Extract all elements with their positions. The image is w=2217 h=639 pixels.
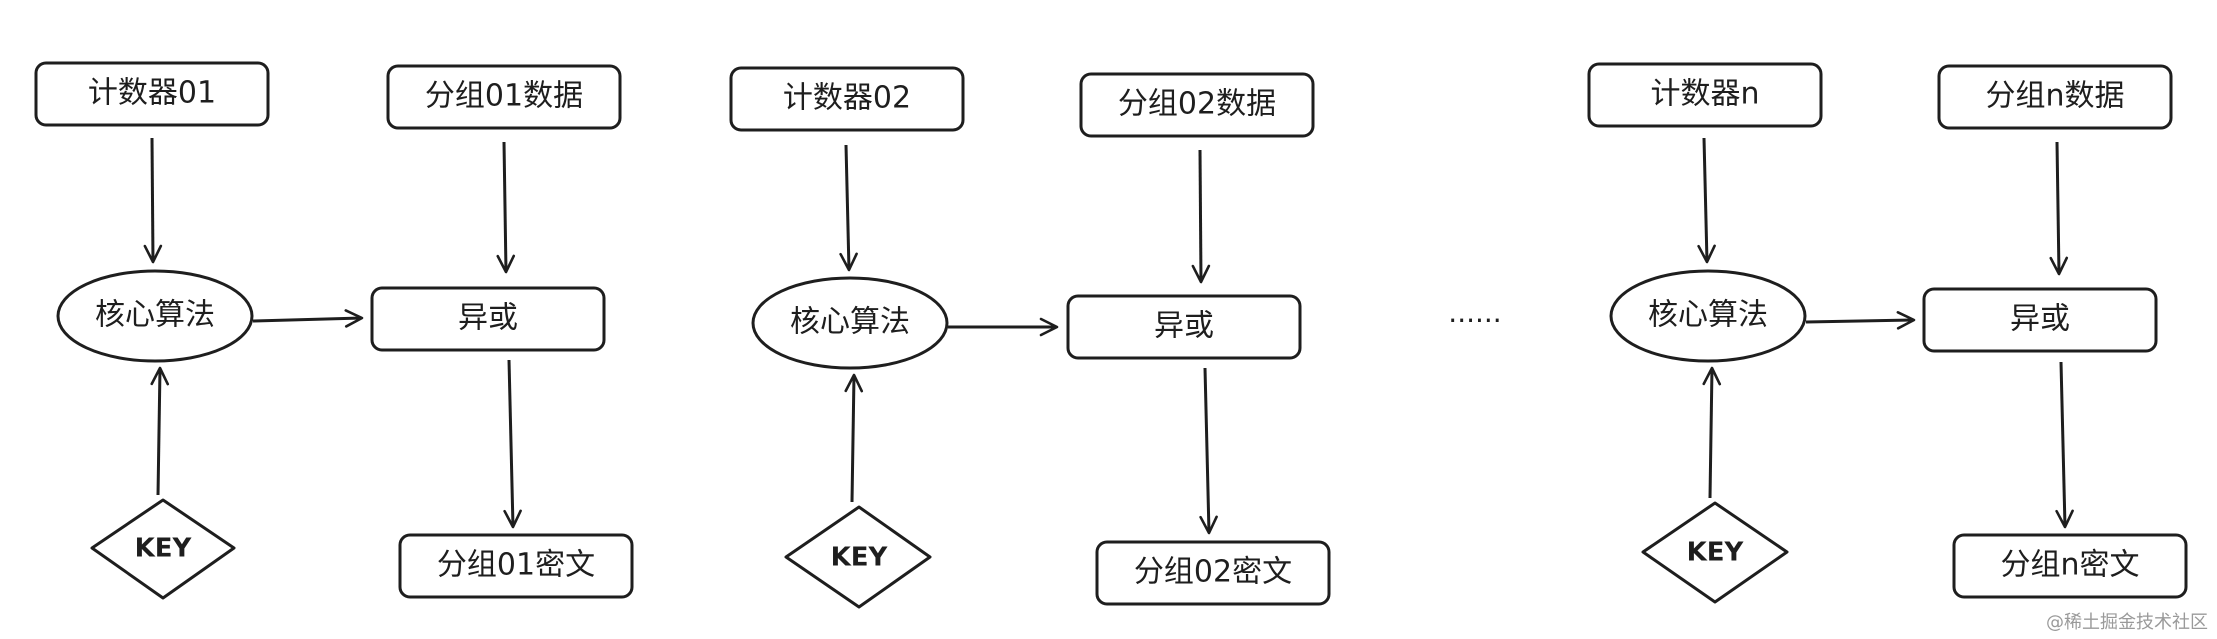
data-label-1: 分组01数据 — [425, 79, 583, 114]
key-label-2: KEY — [831, 543, 889, 573]
arrow-data-to-xor-2 — [1191, 149, 1211, 284]
core-ellipse-2 — [751, 276, 949, 370]
counter-label-1: 计数器01 — [88, 76, 216, 111]
arrow-key-to-core-3 — [1702, 366, 1722, 499]
counter-box-2 — [729, 66, 965, 132]
watermark-text: @稀土掘金技术社区 — [2046, 612, 2208, 633]
arrow-key-to-core-2 — [844, 373, 864, 503]
arrow-key-to-core-1 — [150, 366, 170, 496]
core-label-1: 核心算法 — [95, 298, 215, 333]
key-label-1: KEY — [135, 534, 193, 564]
arrow-counter-to-core-1 — [143, 137, 163, 264]
arrow-core-to-xor-3 — [1805, 310, 1916, 330]
ellipsis-text: ...... — [1448, 296, 1501, 329]
arrow-xor-to-cipher-1 — [503, 359, 522, 529]
arrow-counter-to-core-2 — [839, 144, 858, 272]
xor-box-2 — [1066, 294, 1302, 360]
cipher-box-2 — [1095, 540, 1331, 606]
core-ellipse-3 — [1609, 269, 1807, 363]
counter-label-3: 计数器n — [1650, 77, 1759, 112]
data-box-1 — [386, 64, 622, 130]
cipher-label-3: 分组n密文 — [2000, 548, 2139, 583]
core-label-3: 核心算法 — [1648, 298, 1768, 333]
core-ellipse-1 — [56, 269, 254, 363]
cipher-label-2: 分组02密文 — [1134, 555, 1292, 590]
xor-label-1: 异或 — [458, 301, 518, 336]
counter-box-3 — [1587, 62, 1823, 128]
xor-label-3: 异或 — [2010, 302, 2070, 337]
key-diamond-2 — [784, 505, 932, 609]
cipher-label-1: 分组01密文 — [437, 548, 595, 583]
stage-1: 计数器01 分组01数据 核心算法 异或 KEY 分组01密文 — [34, 61, 634, 600]
data-label-3: 分组n数据 — [1985, 79, 2124, 114]
xor-box-1 — [370, 286, 606, 352]
stage-2: 计数器02 分组02数据 核心算法 异或 KEY 分组02密文 — [729, 66, 1331, 609]
arrow-data-to-xor-3 — [2049, 141, 2069, 276]
key-diamond-1 — [90, 498, 236, 600]
core-label-2: 核心算法 — [790, 305, 910, 340]
arrow-xor-to-cipher-2 — [1199, 367, 1218, 535]
cipher-box-1 — [398, 533, 634, 599]
arrow-counter-to-core-3 — [1697, 137, 1716, 264]
key-diamond-3 — [1641, 501, 1789, 604]
cipher-box-3 — [1952, 533, 2188, 599]
stage-n: 计数器n 分组n数据 核心算法 异或 KEY 分组n密文 — [1587, 62, 2188, 604]
arrow-xor-to-cipher-3 — [2055, 361, 2074, 529]
data-box-3 — [1937, 64, 2173, 130]
arrow-data-to-xor-1 — [496, 141, 516, 274]
data-label-2: 分组02数据 — [1118, 87, 1276, 122]
xor-box-3 — [1922, 287, 2158, 353]
xor-label-2: 异或 — [1154, 309, 1214, 344]
counter-label-2: 计数器02 — [783, 81, 911, 116]
counter-box-1 — [34, 61, 270, 127]
data-box-2 — [1079, 72, 1315, 138]
arrow-core-to-xor-1 — [252, 309, 364, 328]
key-label-3: KEY — [1687, 538, 1745, 568]
